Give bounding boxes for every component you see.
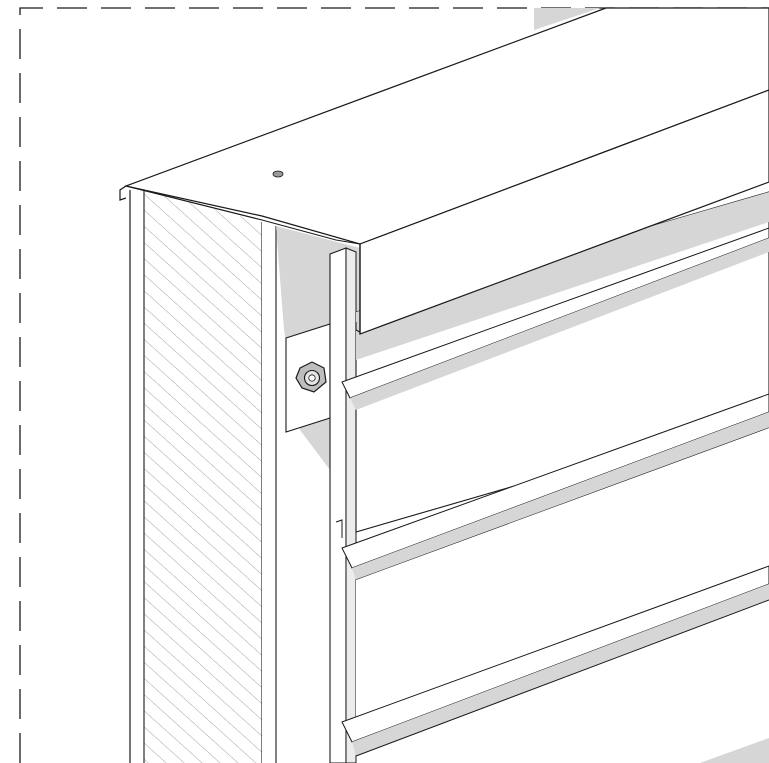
- vertical-cladding-rail: [329, 247, 357, 763]
- view-boundary-dashed-frame: [19, 7, 769, 763]
- bolt-nut-icon: [295, 361, 327, 393]
- insulation-layer: [129, 190, 263, 763]
- upper-shadow-block: [534, 8, 600, 30]
- fixing-hole-icon: [272, 170, 284, 178]
- parapet-coping: [119, 7, 769, 335]
- substructure-rail: [262, 222, 277, 763]
- cladding-panels: [341, 191, 769, 763]
